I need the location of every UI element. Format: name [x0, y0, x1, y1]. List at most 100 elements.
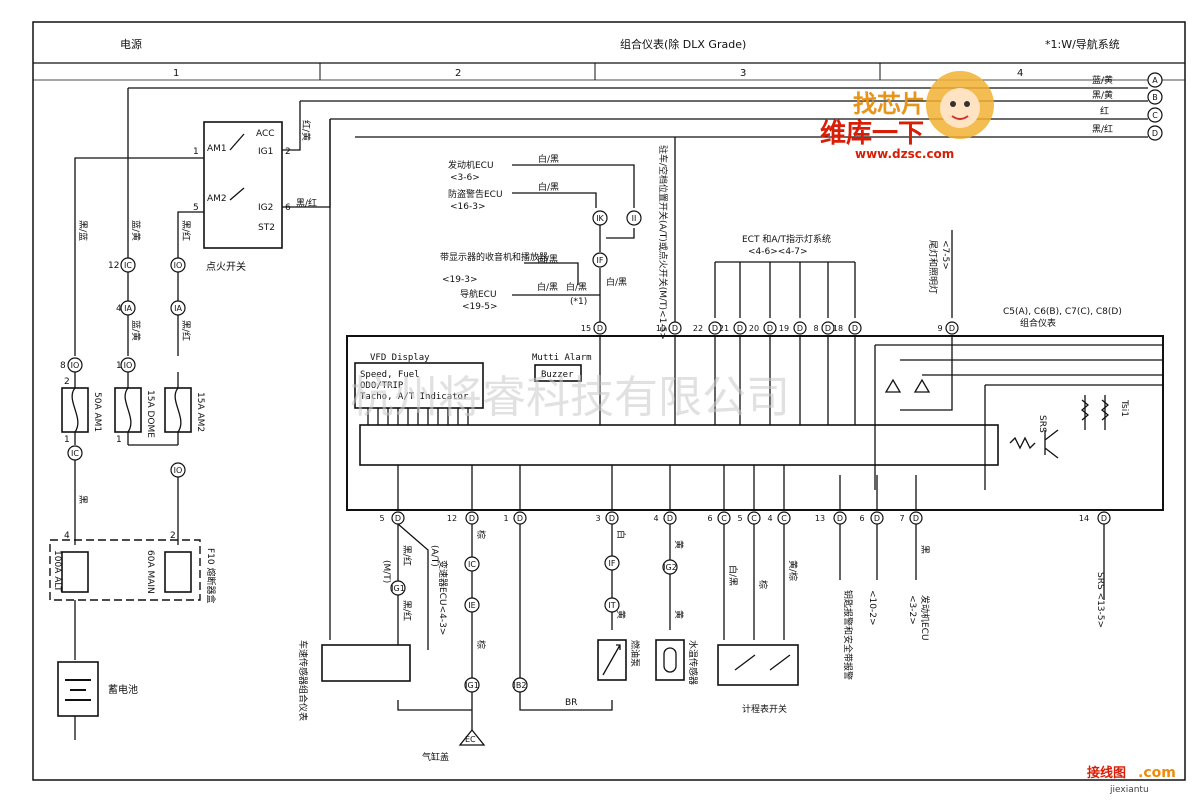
top-connector-ii: II	[632, 214, 637, 223]
bottom-pin-6d: 6	[859, 514, 864, 523]
battery-label: 蓄电池	[108, 683, 138, 696]
bottom-pin-letter-12: D	[1101, 514, 1107, 523]
seatbelt-label: 钥匙报警和安全带报警	[842, 590, 854, 680]
bottom-pin-letter-10: D	[874, 514, 880, 523]
left-pin-12: 12	[108, 261, 119, 271]
bottom-wire-label-3: (M/T)	[381, 560, 391, 583]
top-connector-ik: IK	[596, 214, 604, 223]
ground-code: EC	[465, 735, 476, 744]
bottom-connector-ic: IC	[468, 560, 476, 569]
engine-ecu-ref: <3-2>	[907, 595, 917, 625]
svg-text:维库一下: 维库一下	[820, 118, 924, 149]
fusible-box-label: F10 熔断器盒	[205, 548, 217, 604]
fusible-link-box	[49, 539, 201, 601]
bottom-wire-label-11: 黄/棕	[787, 560, 799, 581]
bottom-pin-letter-5: D	[667, 514, 673, 523]
svg-text:D: D	[797, 324, 803, 333]
bottom-wire-label-14: 黑	[919, 545, 930, 554]
zone-label-3: 3	[740, 68, 746, 79]
buzzer-label: Buzzer	[541, 370, 574, 380]
odo-switch-label: 计程表开关	[742, 703, 787, 715]
left-wire-label-6: 黑	[77, 495, 88, 504]
svg-text:D: D	[949, 324, 955, 333]
water-temp-label: 水温传感器	[687, 640, 699, 685]
input-engine-ecu-ref: <3-6>	[450, 173, 480, 183]
bottom-pin-letter-9: D	[837, 514, 843, 523]
svg-text:接线图: 接线图	[1087, 765, 1126, 781]
transmission-ecu-label: 变速器ECU<4-3>	[437, 560, 449, 635]
left-pin-1b: 1	[64, 435, 70, 445]
vertical-note: 驻车/空档位置开关(A/T)或点火开关(M/T)<1-5>	[657, 145, 669, 340]
ignition-pin-5: 5	[193, 203, 199, 213]
top-wire-label-5: 白/黑	[566, 281, 587, 293]
ignition-terminal-ig1: IG1	[258, 147, 273, 157]
bottom-wire-label-4: (A/T)	[429, 545, 439, 567]
bottom-pin-letter-11: D	[913, 514, 919, 523]
cluster-title: 组合仪表	[1020, 317, 1056, 329]
ignition-terminal-acc: ACC	[256, 129, 275, 139]
svg-text:D: D	[825, 324, 831, 333]
bottom-pin-5c: 5	[737, 514, 742, 523]
bus-label-c: 红	[1100, 105, 1109, 117]
vfd-line-3: Tacho, A/T Indicator	[360, 392, 469, 402]
bottom-wire-label-6: 棕	[475, 640, 487, 649]
top-asterisk: (*1)	[570, 297, 587, 307]
bottom-connector-ie: IE	[468, 601, 475, 610]
bus-letter-a: A	[1152, 76, 1158, 85]
bottom-wire-label-7: 白	[615, 530, 627, 539]
left-pin-4b: 4	[64, 531, 70, 541]
bottom-pin-4c: 4	[767, 514, 772, 523]
bottom-connector-it: IT	[608, 601, 615, 610]
input-radio: 带显示器的收音机和播放器	[440, 251, 548, 263]
tail-light-label: 尾灯和照明灯	[927, 240, 938, 294]
ignition-pin-6: 6	[285, 203, 291, 213]
input-nav-ecu: 导航ECU	[460, 288, 497, 300]
ignition-terminal-am2: AM2	[207, 194, 227, 204]
header-center-title: 组合仪表(除 DLX Grade)	[620, 37, 746, 51]
bottom-wire-label-9: 白/黑	[727, 565, 739, 586]
left-connector-ia-2: IA	[174, 304, 182, 313]
bottom-wire-label-10: 棕	[757, 580, 769, 589]
top-wire-label-1: 白/黑	[538, 153, 559, 165]
ignition-terminal-ig2: IG2	[258, 203, 273, 213]
bottom-pin-3d: 3	[595, 514, 600, 523]
ignition-pin-1: 1	[193, 147, 199, 157]
top-pin-20: 20	[749, 324, 759, 333]
bottom-connector-ig1-2: IG1	[465, 681, 479, 690]
ect-group: ECT 和A/T指示灯系统 <4-6><4-7> 尾灯和照明灯 <7-5> C5…	[714, 230, 1122, 329]
bottom-wire-label-13: 黄	[615, 610, 627, 619]
svg-text:www.dzsc.com: www.dzsc.com	[855, 147, 954, 161]
svg-text:D: D	[852, 324, 858, 333]
top-wire-label-4: 白/黑	[537, 281, 558, 293]
dzsc-logo: 找芯片 维库一下 www.dzsc.com	[820, 71, 994, 161]
ignition-terminal-am1: AM1	[207, 144, 227, 154]
combination-meter: VFD Display Speed, Fuel ODO/TRIP Tacho, …	[346, 335, 1164, 511]
bottom-pin-7d: 7	[899, 514, 904, 523]
top-pin-8: 8	[813, 324, 818, 333]
bus-letter-d: D	[1152, 129, 1158, 138]
top-pin-21: 21	[719, 324, 729, 333]
bottom-pin-letter-7: C	[751, 514, 757, 523]
bottom-pin-5d: 5	[379, 514, 384, 523]
fuse-dome-label: 15A DOME	[145, 390, 155, 438]
left-pin-1: 1	[116, 361, 122, 371]
top-pin-row: 15 D 10 D 22 D 21 D 20 D 19 D 8 D 18 D 9…	[581, 321, 959, 335]
fuse-am1-label: 50A AM1	[92, 392, 102, 432]
bottom-connector-ib2: IB2	[514, 681, 527, 690]
top-wire-label-3: 白/黑	[537, 253, 558, 265]
ect-label: ECT 和A/T指示灯系统	[742, 233, 831, 245]
engine-ecu-label: 发动机ECU	[919, 595, 931, 641]
fuel-pump-label: 燃油泵	[629, 640, 641, 667]
svg-text:D: D	[737, 324, 743, 333]
bottom-pin-13d: 13	[815, 514, 825, 523]
svg-text:D: D	[767, 324, 773, 333]
left-wire-label-4: 蓝/黄	[130, 320, 142, 341]
ignition-terminal-st2: ST2	[258, 223, 275, 233]
top-pin-15: 15	[581, 324, 591, 333]
bottom-connector-ig1-1: IG1	[391, 584, 405, 593]
zone-label-2: 2	[455, 68, 461, 79]
zone-label-4: 4	[1017, 68, 1023, 79]
left-wire-label-1: 黑/蓝	[77, 220, 89, 241]
left-connector-io-1: IO	[71, 361, 80, 370]
header-left-title: 电源	[120, 37, 142, 51]
